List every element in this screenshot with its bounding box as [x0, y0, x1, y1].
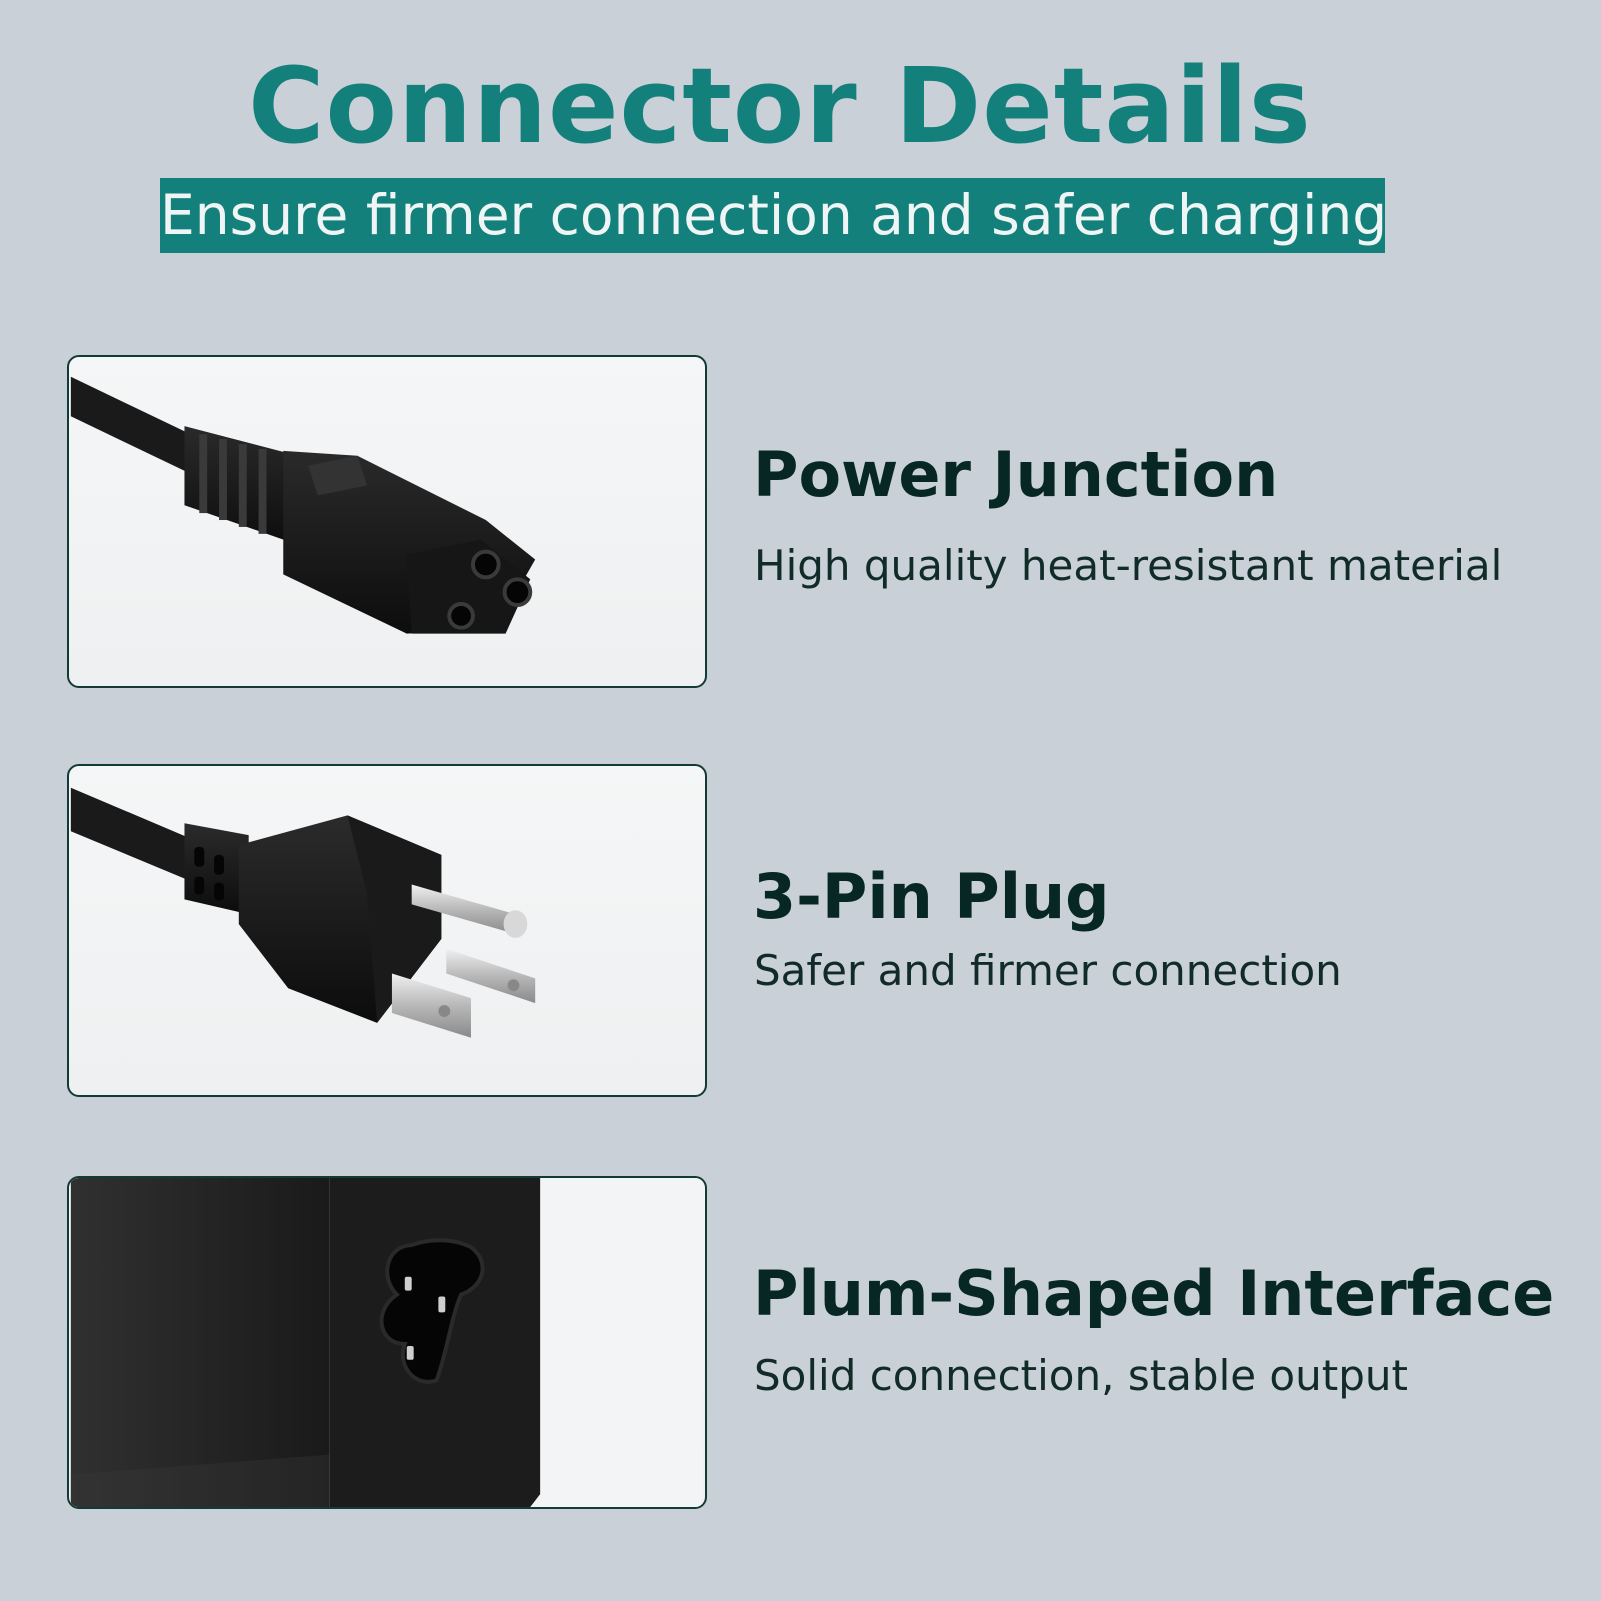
feature-title-3-pin-plug: 3-Pin Plug [753, 860, 1110, 933]
plum-socket-icon [70, 1178, 704, 1507]
feature-desc-3-pin-plug: Safer and firmer connection [754, 946, 1342, 995]
subtitle-banner: Ensure firmer connection and safer charg… [160, 178, 1388, 253]
page-title: Connector Details [248, 45, 1312, 167]
feature-desc-power-junction: High quality heat-resistant material [754, 541, 1503, 590]
feature-title-plum-interface: Plum-Shaped Interface [753, 1257, 1555, 1330]
feature-image-plum-interface [67, 1176, 707, 1509]
page-subtitle: Ensure firmer connection and safer charg… [160, 183, 1388, 247]
feature-image-power-junction [67, 355, 707, 688]
three-pin-plug-icon [70, 787, 536, 1038]
page-header: Connector Details Ensure firmer connecti… [0, 0, 1601, 260]
feature-image-3-pin-plug [67, 764, 707, 1097]
feature-title-power-junction: Power Junction [753, 438, 1279, 511]
feature-desc-plum-interface: Solid connection, stable output [754, 1351, 1408, 1400]
c5-power-connector-icon [70, 376, 536, 634]
